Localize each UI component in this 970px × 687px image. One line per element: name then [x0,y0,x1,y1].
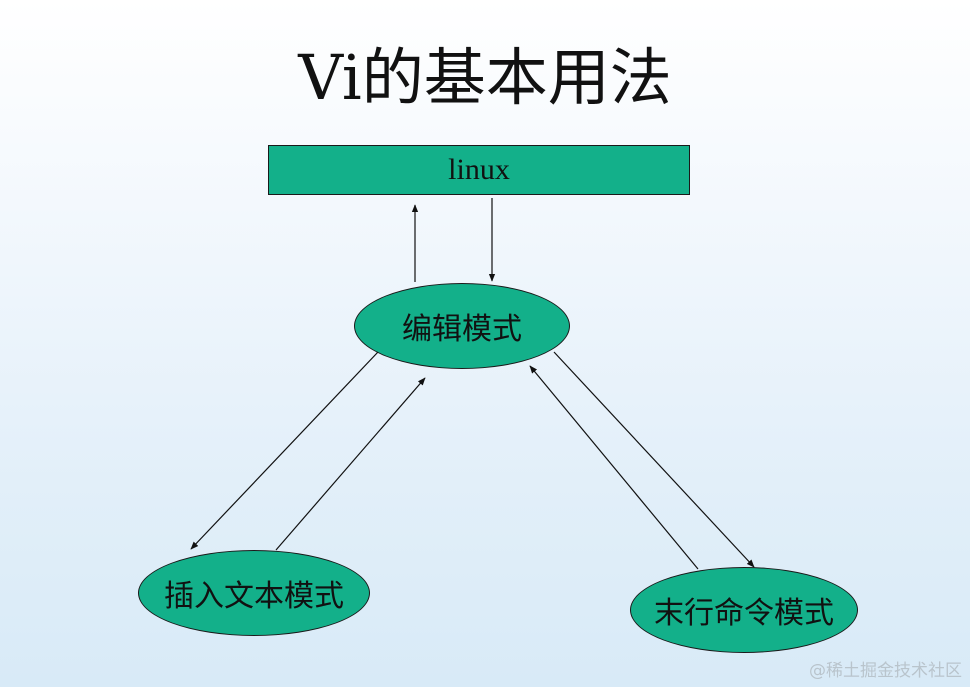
watermark: @稀土掘金技术社区 [809,661,962,681]
slide-title: Vi的基本用法 [298,41,672,114]
linux-label: linux [448,153,510,186]
insert-mode-label: 插入文本模式 [164,579,344,614]
insert-to-edit-arrow [275,377,426,551]
edit-mode-label: 编辑模式 [402,312,522,347]
edit-to-command-arrow [553,351,755,568]
edit-to-insert-arrow [190,351,379,550]
insert-mode-node: 插入文本模式 [138,550,370,636]
command-mode-node: 末行命令模式 [630,567,858,653]
command-mode-label: 末行命令模式 [654,596,834,631]
edit-mode-node: 编辑模式 [354,283,570,369]
linux-box: linux [268,145,690,195]
command-to-edit-arrow [529,365,699,570]
